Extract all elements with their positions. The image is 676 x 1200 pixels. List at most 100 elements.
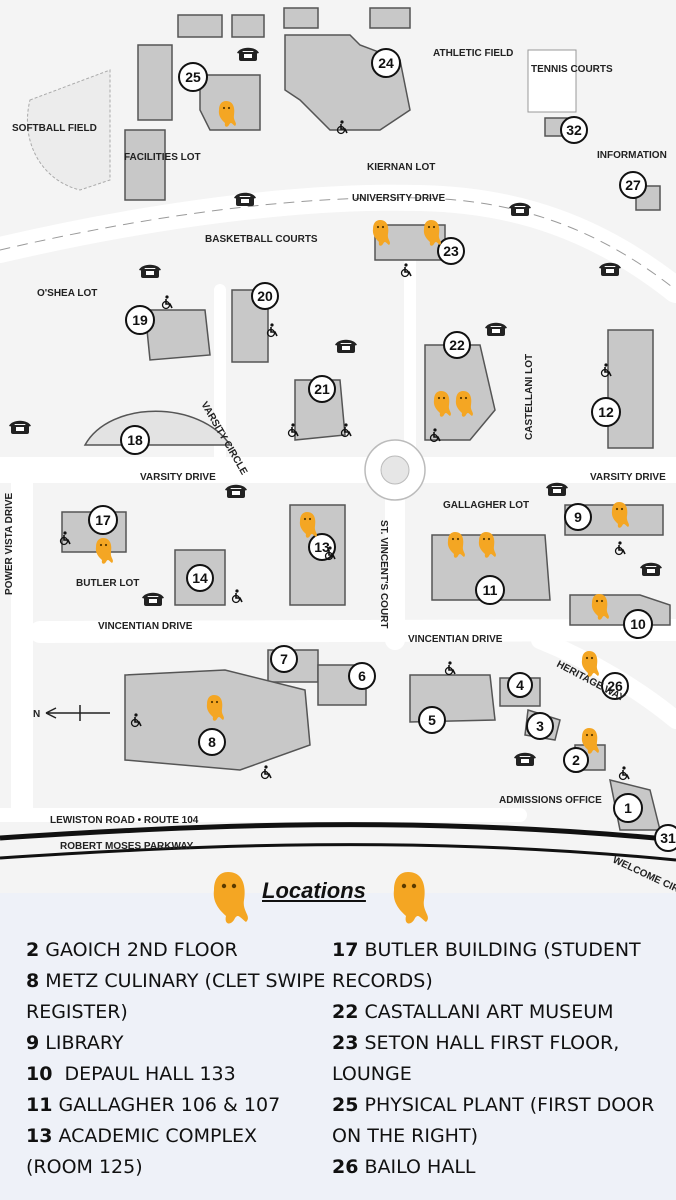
phone-icon (9, 420, 31, 434)
label-power-vista-drive: POWER VISTA DRIVE (4, 492, 15, 595)
building-num-32: 32 (566, 122, 582, 138)
building-num-27: 27 (625, 177, 641, 193)
phone-icon (599, 262, 621, 276)
building-num-14: 14 (192, 570, 208, 586)
university-drive-road (0, 184, 676, 303)
legend-item: 9 LIBRARY (26, 1032, 124, 1054)
ghost-icon (213, 872, 248, 924)
building-num-17: 17 (95, 512, 111, 528)
building-num-13: 13 (314, 539, 330, 555)
legend-item: 22 CASTALLANI ART MUSEUM (332, 1001, 614, 1023)
legend-item: 10 DEPAUL HALL 133 (26, 1063, 236, 1085)
legend-item: 8 METZ CULINARY (CLET SWIPE REGISTER) (26, 970, 332, 1023)
legend-item: 11 GALLAGHER 106 & 107 (26, 1094, 281, 1116)
building-num-1: 1 (624, 800, 632, 816)
label-admissions-office: ADMISSIONS OFFICE (499, 795, 602, 806)
robert-moses-parkway-line (0, 822, 676, 843)
wheelchair-icon (444, 660, 456, 676)
legend-item: 25 PHYSICAL PLANT (FIRST DOOR ON THE RIG… (332, 1094, 661, 1147)
building-num-3: 3 (536, 718, 544, 734)
building-num-18: 18 (127, 432, 143, 448)
phone-icon (139, 264, 161, 278)
wheelchair-icon (161, 294, 173, 310)
legend-item: 23 SETON HALL FIRST FLOOR, LOUNGE (332, 1032, 626, 1085)
label-university-drive: UNIVERSITY DRIVE (352, 193, 445, 204)
building-num-25: 25 (185, 69, 201, 85)
building-num-8: 8 (208, 734, 216, 750)
building-num-5: 5 (428, 712, 436, 728)
wheelchair-icon (618, 765, 630, 781)
building-num-9: 9 (574, 509, 582, 525)
building-num-21: 21 (314, 381, 330, 397)
building-12 (607, 329, 654, 449)
label-butler-lot: BUTLER LOT (76, 578, 139, 589)
label-vincentian-drive-right: VINCENTIAN DRIVE (408, 634, 503, 645)
label-robert-moses-parkway: ROBERT MOSES PARKWAY (60, 841, 194, 852)
campus-map-svg: 1 2 3 4 5 6 7 8 9 10 11 12 13 14 17 18 1… (0, 7, 676, 893)
phone-icon (234, 192, 256, 206)
phone-icon (237, 47, 259, 61)
north-label: N (33, 709, 40, 720)
building-num-20: 20 (257, 288, 273, 304)
building-19 (144, 309, 211, 361)
label-basketball-courts: BASKETBALL COURTS (205, 234, 318, 245)
legend-item: 17 BUTLER BUILDING (STUDENT RECORDS) (332, 939, 647, 992)
label-facilities-lot: FACILITIES LOT (124, 152, 201, 163)
roads (0, 184, 676, 822)
legend-item: 2 GAOICH 2ND FLOOR (26, 939, 238, 961)
wheelchair-icon (260, 764, 272, 780)
building-num-2: 2 (572, 752, 580, 768)
building-num-11: 11 (483, 582, 498, 598)
phone-icon (485, 322, 507, 336)
label-vincentian-drive-left: VINCENTIAN DRIVE (98, 621, 193, 632)
wheelchair-icon (231, 588, 243, 604)
building-num-23: 23 (443, 243, 459, 259)
building-num-22: 22 (449, 337, 465, 353)
building-num-24: 24 (378, 55, 394, 71)
phone-icon (335, 339, 357, 353)
building-8 (124, 669, 311, 771)
phone-icon (142, 592, 164, 606)
legend-item: 26 BAILO HALL (332, 1156, 476, 1178)
building-num-26: 26 (607, 678, 623, 694)
legend-right-column: 17 BUTLER BUILDING (STUDENT RECORDS) 22 … (332, 935, 670, 1183)
phone-icon (225, 484, 247, 498)
label-athletic-field: ATHLETIC FIELD (433, 48, 513, 59)
phone-icon (546, 482, 568, 496)
label-castellani-lot: CASTELLANI LOT (524, 354, 535, 440)
north-arrow: N (33, 705, 110, 721)
label-varsity-drive-right: VARSITY DRIVE (590, 472, 666, 483)
wheelchair-icon (614, 540, 626, 556)
campus-map[interactable]: 1 2 3 4 5 6 7 8 9 10 11 12 13 14 17 18 1… (0, 0, 676, 893)
vincentian-drive-road (29, 619, 676, 643)
legend-item: 13 ACADEMIC COMPLEX (ROOM 125) (26, 1125, 264, 1178)
phone-icon (509, 202, 531, 216)
softball-field (26, 69, 111, 191)
label-oshea-lot: O'SHEA LOT (37, 288, 97, 299)
label-lewiston-road: LEWISTON ROAD • ROUTE 104 (50, 815, 199, 826)
building-num-10: 10 (630, 616, 646, 632)
label-information: INFORMATION (597, 150, 667, 161)
tennis-courts (527, 49, 577, 113)
legend-left-column: 2 GAOICH 2ND FLOOR 8 METZ CULINARY (CLET… (26, 935, 326, 1183)
building-num-12: 12 (598, 404, 614, 420)
label-softball-field: SOFTBALL FIELD (12, 123, 97, 134)
building-num-7: 7 (280, 651, 288, 667)
label-tennis-courts: TENNIS COURTS (531, 64, 613, 75)
building-num-31: 31 (660, 830, 676, 846)
wheelchair-icon (266, 322, 278, 338)
label-varsity-drive-left: VARSITY DRIVE (140, 472, 216, 483)
building-num-4: 4 (516, 677, 524, 693)
label-gallagher-lot: GALLAGHER LOT (443, 500, 529, 511)
label-kiernan-lot: KIERNAN LOT (367, 162, 435, 173)
building-10 (569, 594, 671, 626)
locations-legend (0, 872, 676, 1200)
building-num-6: 6 (358, 668, 366, 684)
legend-title: Locations (262, 878, 366, 903)
label-st-vincents-court: ST. VINCENT'S COURT (378, 520, 389, 629)
phone-icon (640, 562, 662, 576)
building-num-19: 19 (132, 312, 148, 328)
phone-icon (514, 752, 536, 766)
building-numbers: 1 2 3 4 5 6 7 8 9 10 11 12 13 14 17 18 1… (88, 48, 676, 852)
ghost-icon (393, 872, 428, 924)
